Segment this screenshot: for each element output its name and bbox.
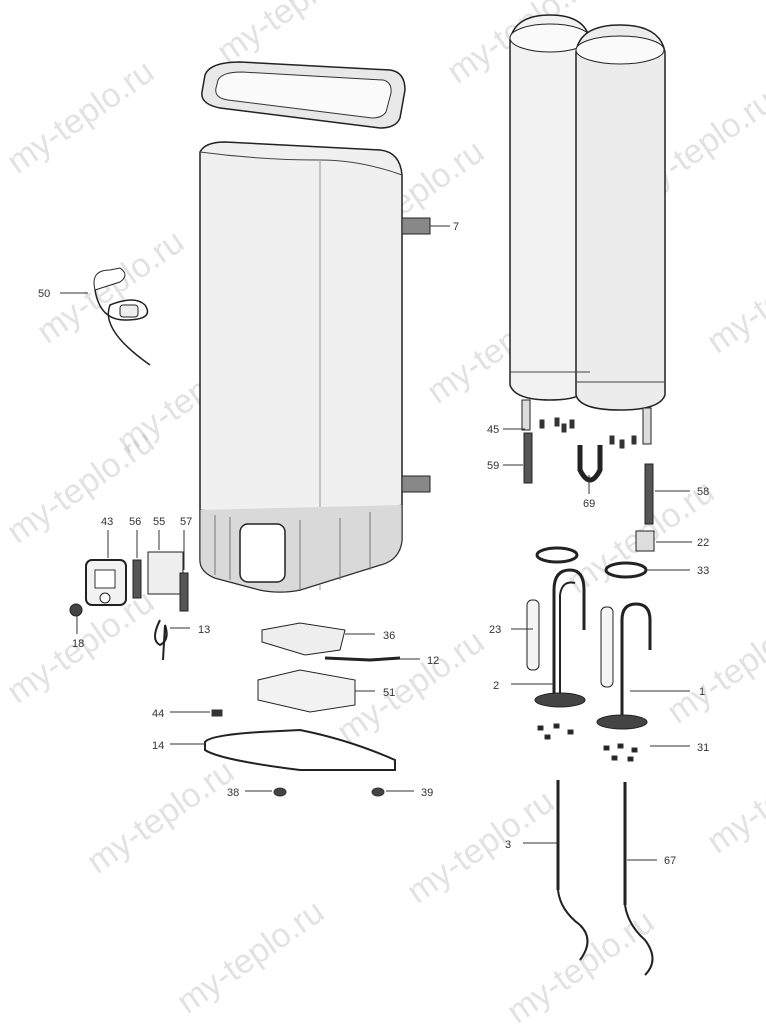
part-label-31: 31	[697, 742, 710, 754]
bottom-parts-drawing	[170, 622, 420, 797]
part-label-38: 38	[227, 787, 240, 799]
part-label-14: 14	[152, 740, 165, 752]
part-label-55: 55	[153, 516, 166, 528]
part-label-67: 67	[664, 855, 677, 867]
outer-casing-drawing	[199, 141, 450, 593]
part-label-51: 51	[383, 687, 396, 699]
part-label-36: 36	[383, 630, 396, 642]
part-label-43: 43	[101, 516, 114, 528]
fittings-drawing	[503, 417, 692, 552]
part-label-44: 44	[152, 708, 165, 720]
part-label-45: 45	[487, 424, 500, 436]
part-label-1: 1	[699, 686, 706, 698]
gaskets-drawing	[535, 546, 690, 579]
part-label-39: 39	[421, 787, 434, 799]
parts-drawing	[60, 14, 692, 976]
control-panel-drawing	[69, 530, 190, 661]
part-label-50: 50	[38, 288, 51, 300]
part-label-7: 7	[453, 221, 460, 233]
heating-elements-drawing	[511, 568, 690, 762]
part-label-69: 69	[583, 498, 596, 510]
tanks-drawing	[509, 14, 666, 445]
top-cover-drawing	[201, 61, 406, 129]
part-label-3: 3	[505, 839, 512, 851]
part-label-57: 57	[180, 516, 193, 528]
part-label-33: 33	[697, 565, 710, 577]
part-label-18: 18	[72, 638, 85, 650]
part-label-58: 58	[697, 486, 710, 498]
part-label-59: 59	[487, 460, 500, 472]
part-label-13: 13	[198, 624, 211, 636]
part-label-23: 23	[489, 624, 502, 636]
sensors-drawing	[523, 780, 657, 976]
part-label-12: 12	[427, 655, 440, 667]
part-label-56: 56	[129, 516, 142, 528]
part-label-2: 2	[493, 680, 500, 692]
part-label-22: 22	[697, 537, 710, 549]
power-cord-drawing	[60, 267, 151, 366]
